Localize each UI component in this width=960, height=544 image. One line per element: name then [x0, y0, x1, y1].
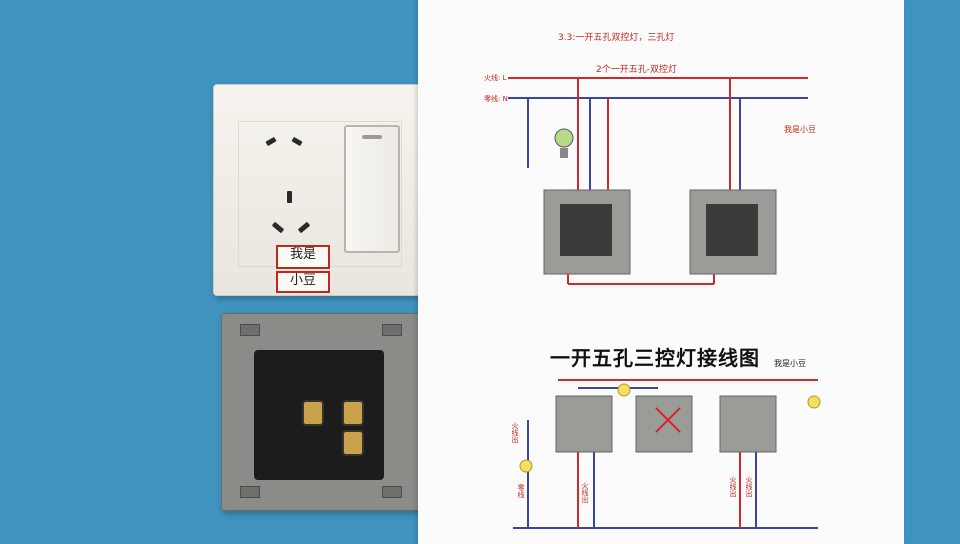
terminal-screw: [342, 400, 364, 426]
watermark: 我是小豆: [774, 359, 806, 368]
wire-label: 火线出: [581, 482, 589, 503]
mount-clip: [240, 486, 260, 498]
mount-clip: [240, 324, 260, 336]
wiring-diagram: [508, 77, 821, 529]
mount-clip: [382, 324, 402, 336]
live-label: 火线: L: [484, 74, 507, 82]
neutral-label: 零线: N: [484, 95, 508, 103]
handwritten-tag: 小豆: [276, 271, 330, 293]
wire-label: 火线出: [729, 476, 737, 497]
socket-back-core: [254, 350, 384, 480]
wire-label: 火线出: [511, 422, 519, 443]
switch-indicator: [362, 135, 382, 139]
handwritten-tag: 我是: [276, 245, 330, 269]
watermark: 我是小豆: [784, 125, 816, 134]
mount-clip: [382, 486, 402, 498]
terminal-screw: [302, 400, 324, 426]
rocker-switch[interactable]: [344, 125, 400, 253]
socket-plate-front: 我是 小豆: [213, 84, 425, 296]
main-title: 一开五孔三控灯接线图: [550, 346, 760, 370]
wire-label: 零线: [517, 484, 525, 498]
section-title: 3.3:一开五孔双控灯，三孔灯: [558, 33, 675, 43]
socket-hole: [287, 191, 292, 203]
socket-plate-back: [221, 313, 421, 511]
top-diagram-title: 2个一开五孔-双控灯: [596, 65, 677, 75]
wiring-diagram-paper: 3.3:一开五孔双控灯，三孔灯 2个一开五孔-双控灯 火线: L 零线: N 我…: [418, 0, 904, 544]
wire-label: 火线出: [745, 476, 753, 497]
terminal-screw: [342, 430, 364, 456]
